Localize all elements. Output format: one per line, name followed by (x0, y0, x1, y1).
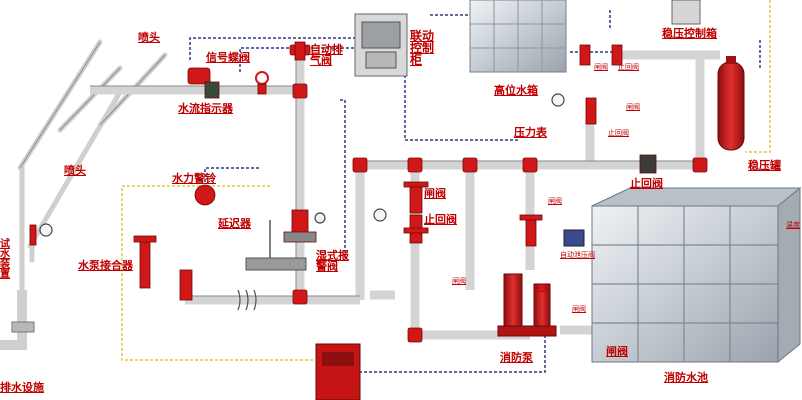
label-small-relief: 自动泄压阀 (560, 251, 595, 259)
label-check-2: 止回阀 (630, 177, 663, 190)
label-auto-vent: 自动排气阀 (310, 43, 343, 67)
drain-pipe (0, 290, 35, 350)
label-fire-pump: 消防泵 (500, 351, 533, 364)
label-pump-adapter: 水泵接合器 (78, 259, 133, 272)
pressure-gauges (39, 93, 565, 237)
label-high-tank: 高位水箱 (494, 84, 538, 97)
pipe-break-marks (237, 289, 257, 311)
delay-device (245, 220, 307, 271)
label-linkage-cabinet: 联动控制柜 (410, 29, 435, 67)
label-small-gate-c: 闸阀 (548, 197, 562, 205)
high-water-tank (469, 0, 567, 73)
label-signal-valve: 信号蝶阀 (206, 51, 250, 64)
red-fittings (289, 44, 708, 343)
sprinkler-pipes-edge (19, 41, 166, 169)
label-test-device: 试水装置 (0, 239, 10, 280)
label-small-gate-a: 闸阀 (594, 63, 608, 71)
label-gate-1: 闸阀 (424, 187, 446, 200)
relief-valve (563, 229, 585, 247)
label-small-gate-e: 闸阀 (572, 305, 586, 313)
label-gate-2: 闸阀 (606, 345, 628, 358)
label-edge-right: 温度 (786, 221, 800, 229)
pump-control-cabinet (315, 343, 361, 400)
valves (29, 41, 657, 336)
label-check-1: 止回阀 (424, 213, 457, 226)
label-stabilizer-tank: 稳压罐 (748, 159, 781, 172)
stabilizer-tank (717, 56, 745, 151)
stabilizer-control-box (671, 0, 701, 25)
label-sprinkler-left: 喷头 (64, 164, 86, 177)
fire-water-pool (591, 186, 802, 364)
label-delay: 延迟器 (218, 217, 251, 230)
label-small-check-a: 止回阀 (618, 63, 639, 71)
label-pressure-gauge: 压力表 (514, 126, 547, 139)
label-small-gate-b: 闸阀 (626, 103, 640, 111)
label-wet-alarm: 湿式报警阀 (316, 249, 349, 273)
label-small-gate-d: 闸阀 (534, 284, 548, 292)
fire-pumps (497, 273, 557, 337)
label-pool: 消防水池 (664, 371, 708, 384)
label-drain: 排水设施 (0, 381, 44, 394)
linkage-cabinet (354, 13, 408, 77)
label-small-check-b: 止回阀 (608, 129, 629, 137)
label-stabilizer-cabinet: 稳压控制箱 (662, 27, 717, 40)
label-sprinkler-top: 喷头 (138, 31, 160, 44)
label-alarm-bell: 水力警铃 (172, 172, 216, 185)
signal-wires-yellow (121, 0, 771, 361)
label-small-gate-f: 闸阀 (452, 277, 466, 285)
label-water-flow: 水流指示器 (178, 102, 233, 115)
